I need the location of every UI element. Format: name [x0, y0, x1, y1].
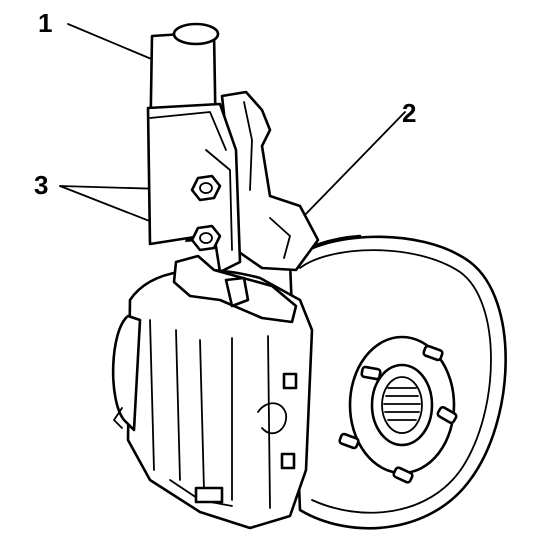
brake-rotor: [288, 234, 507, 530]
wheel-stud: [392, 466, 414, 484]
callout-label-3: 3: [34, 170, 49, 200]
caliper-rib: [149, 319, 155, 471]
knuckle-arm: [269, 217, 291, 259]
caliper-bleeder: [113, 407, 123, 429]
hub-spline: [381, 376, 423, 434]
rotor-inner-ring: [299, 249, 492, 514]
caliper-rib: [267, 335, 271, 509]
caliper-rib: [175, 329, 181, 481]
wheel-stud: [422, 344, 444, 362]
caliper-boss: [257, 402, 287, 435]
hub-center: [370, 363, 434, 447]
caliper-clip: [280, 452, 296, 470]
wheel-stud: [338, 432, 360, 450]
strut-bracket-flange: [149, 111, 227, 151]
strut-bracket-edge: [205, 149, 233, 251]
caliper-body: [126, 268, 314, 530]
caliper-piston-housing: [111, 314, 142, 432]
wheel-stud: [436, 405, 458, 425]
caliper-rib: [199, 339, 205, 491]
wheel-studs: [338, 344, 458, 484]
hub-spline-teeth: [383, 387, 421, 421]
callout-label-2: 2: [402, 98, 417, 128]
strut-tube-top: [172, 22, 220, 46]
caliper-clip: [282, 372, 298, 390]
caliper-lower-tab: [194, 486, 224, 504]
wheel-stud: [360, 365, 382, 381]
strut-bolt-upper: [190, 174, 222, 202]
brake-caliper: [111, 254, 314, 530]
leader-line-2: [299, 111, 406, 221]
strut-bolts: [190, 174, 222, 252]
caliper-guide-pin: [224, 276, 250, 308]
knuckle-ridge: [243, 101, 253, 191]
strut-bolt-lower: [190, 224, 222, 252]
callout-label-1: 1: [38, 8, 53, 38]
